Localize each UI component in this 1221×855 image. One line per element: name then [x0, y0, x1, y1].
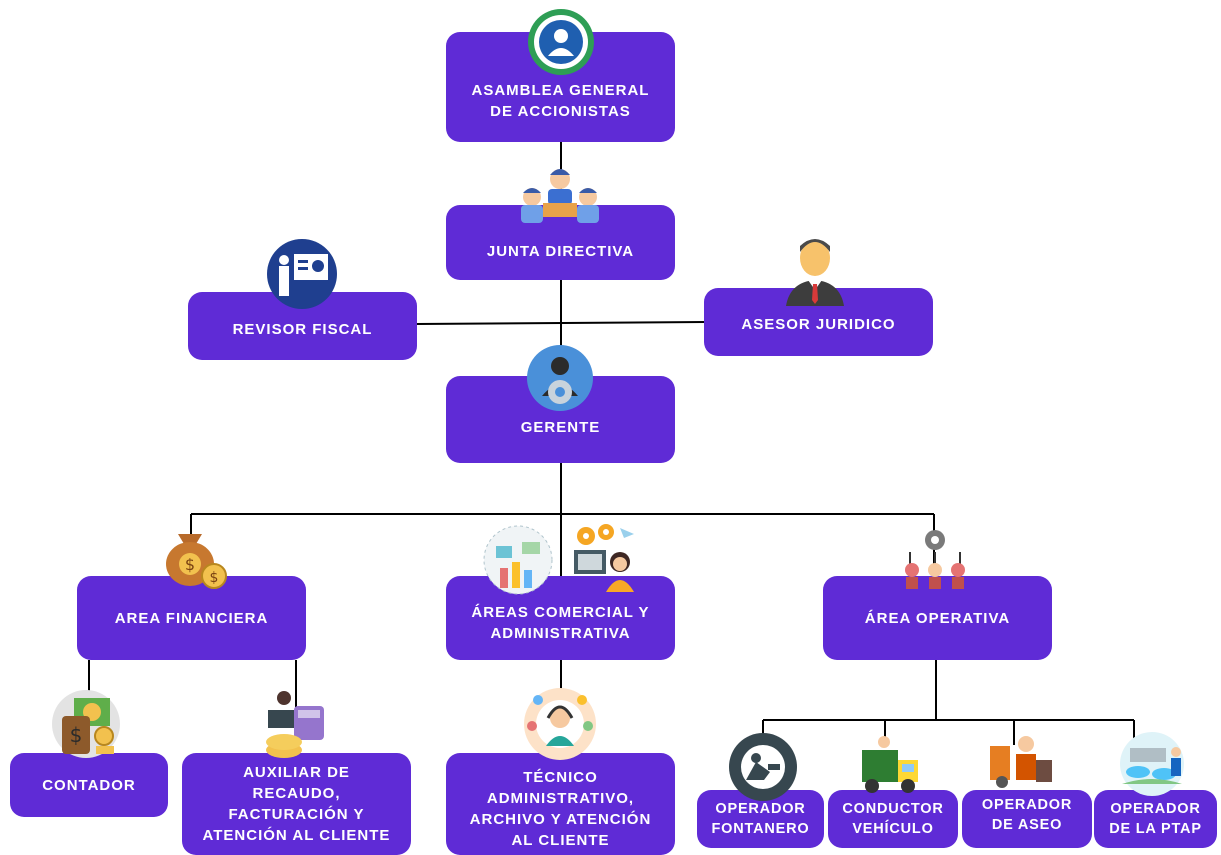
- operativa-box: ÁREA OPERATIVA: [823, 576, 1052, 660]
- asamblea-box: ASAMBLEA GENERAL DE ACCIONISTAS: [446, 32, 675, 142]
- money-bag-icon: $ $: [166, 534, 227, 589]
- contador-box: CONTADOR: [10, 753, 168, 817]
- comercial-label: ÁREAS COMERCIAL Y ADMINISTRATIVA: [471, 604, 650, 642]
- gerente-label: GERENTE: [520, 419, 601, 436]
- manager-gear-icon: [527, 345, 593, 411]
- asesor-label: ASESOR JURIDICO: [741, 315, 896, 333]
- svg-text:$: $: [210, 570, 219, 586]
- junta-label: JUNTA DIRECTIVA: [486, 243, 635, 260]
- lawyer-icon: [786, 239, 844, 306]
- ptap-box: OPERADOR DE LA PTAP: [1094, 790, 1217, 848]
- water-plant-icon: [1120, 732, 1184, 796]
- revisor-label: REVISOR FISCAL: [232, 320, 373, 338]
- aseo-box: OPERADOR DE ASEO: [962, 790, 1092, 848]
- presentation-icon: [267, 239, 337, 309]
- cash-coins-icon: $: [52, 690, 120, 758]
- comercial-box: ÁREAS COMERCIAL Y ADMINISTRATIVA: [446, 576, 675, 660]
- billing-calculator-icon: [266, 691, 324, 758]
- tecnico-box: TÉCNICO ADMINISTRATIVO, ARCHIVO Y ATENCI…: [446, 753, 675, 855]
- office-gears-icon: [574, 524, 634, 592]
- ptap-label: OPERADOR DE LA PTAP: [1109, 801, 1202, 837]
- svg-text:$: $: [70, 723, 83, 747]
- fontanero-label: OPERADOR FONTANERO: [711, 801, 810, 837]
- conductor-label: CONDUCTOR VEHÍCULO: [842, 801, 944, 837]
- financiera-label: AREA FINANCIERA: [114, 609, 269, 627]
- operativa-label: ÁREA OPERATIVA: [864, 609, 1011, 627]
- plumber-gear-icon: [729, 733, 797, 801]
- svg-text:$: $: [185, 555, 195, 574]
- auxiliar-label: AUXILIAR DE RECAUDO, FACTURACIÓN Y ATENC…: [202, 764, 391, 844]
- business-chart-icon: [483, 525, 553, 595]
- auxiliar-box: AUXILIAR DE RECAUDO, FACTURACIÓN Y ATENC…: [182, 753, 411, 855]
- aseo-label: OPERADOR DE ASEO: [981, 797, 1073, 833]
- asamblea-label: ASAMBLEA GENERAL DE ACCIONISTAS: [471, 82, 650, 120]
- conductor-box: CONDUCTOR VEHÍCULO: [828, 790, 958, 848]
- board-meeting-icon: [521, 169, 599, 223]
- tecnico-label: TÉCNICO ADMINISTRATIVO, ARCHIVO Y ATENCI…: [469, 769, 652, 849]
- junta-box: JUNTA DIRECTIVA: [446, 205, 675, 280]
- financiera-box: AREA FINANCIERA: [77, 576, 306, 660]
- garbage-truck-icon: [862, 736, 918, 793]
- contador-label: CONTADOR: [42, 776, 136, 794]
- workflow-gear-icon: [905, 530, 965, 589]
- cleaning-worker-icon: [990, 736, 1052, 788]
- user-circle-icon: [528, 9, 594, 75]
- customer-support-icon: [524, 688, 596, 760]
